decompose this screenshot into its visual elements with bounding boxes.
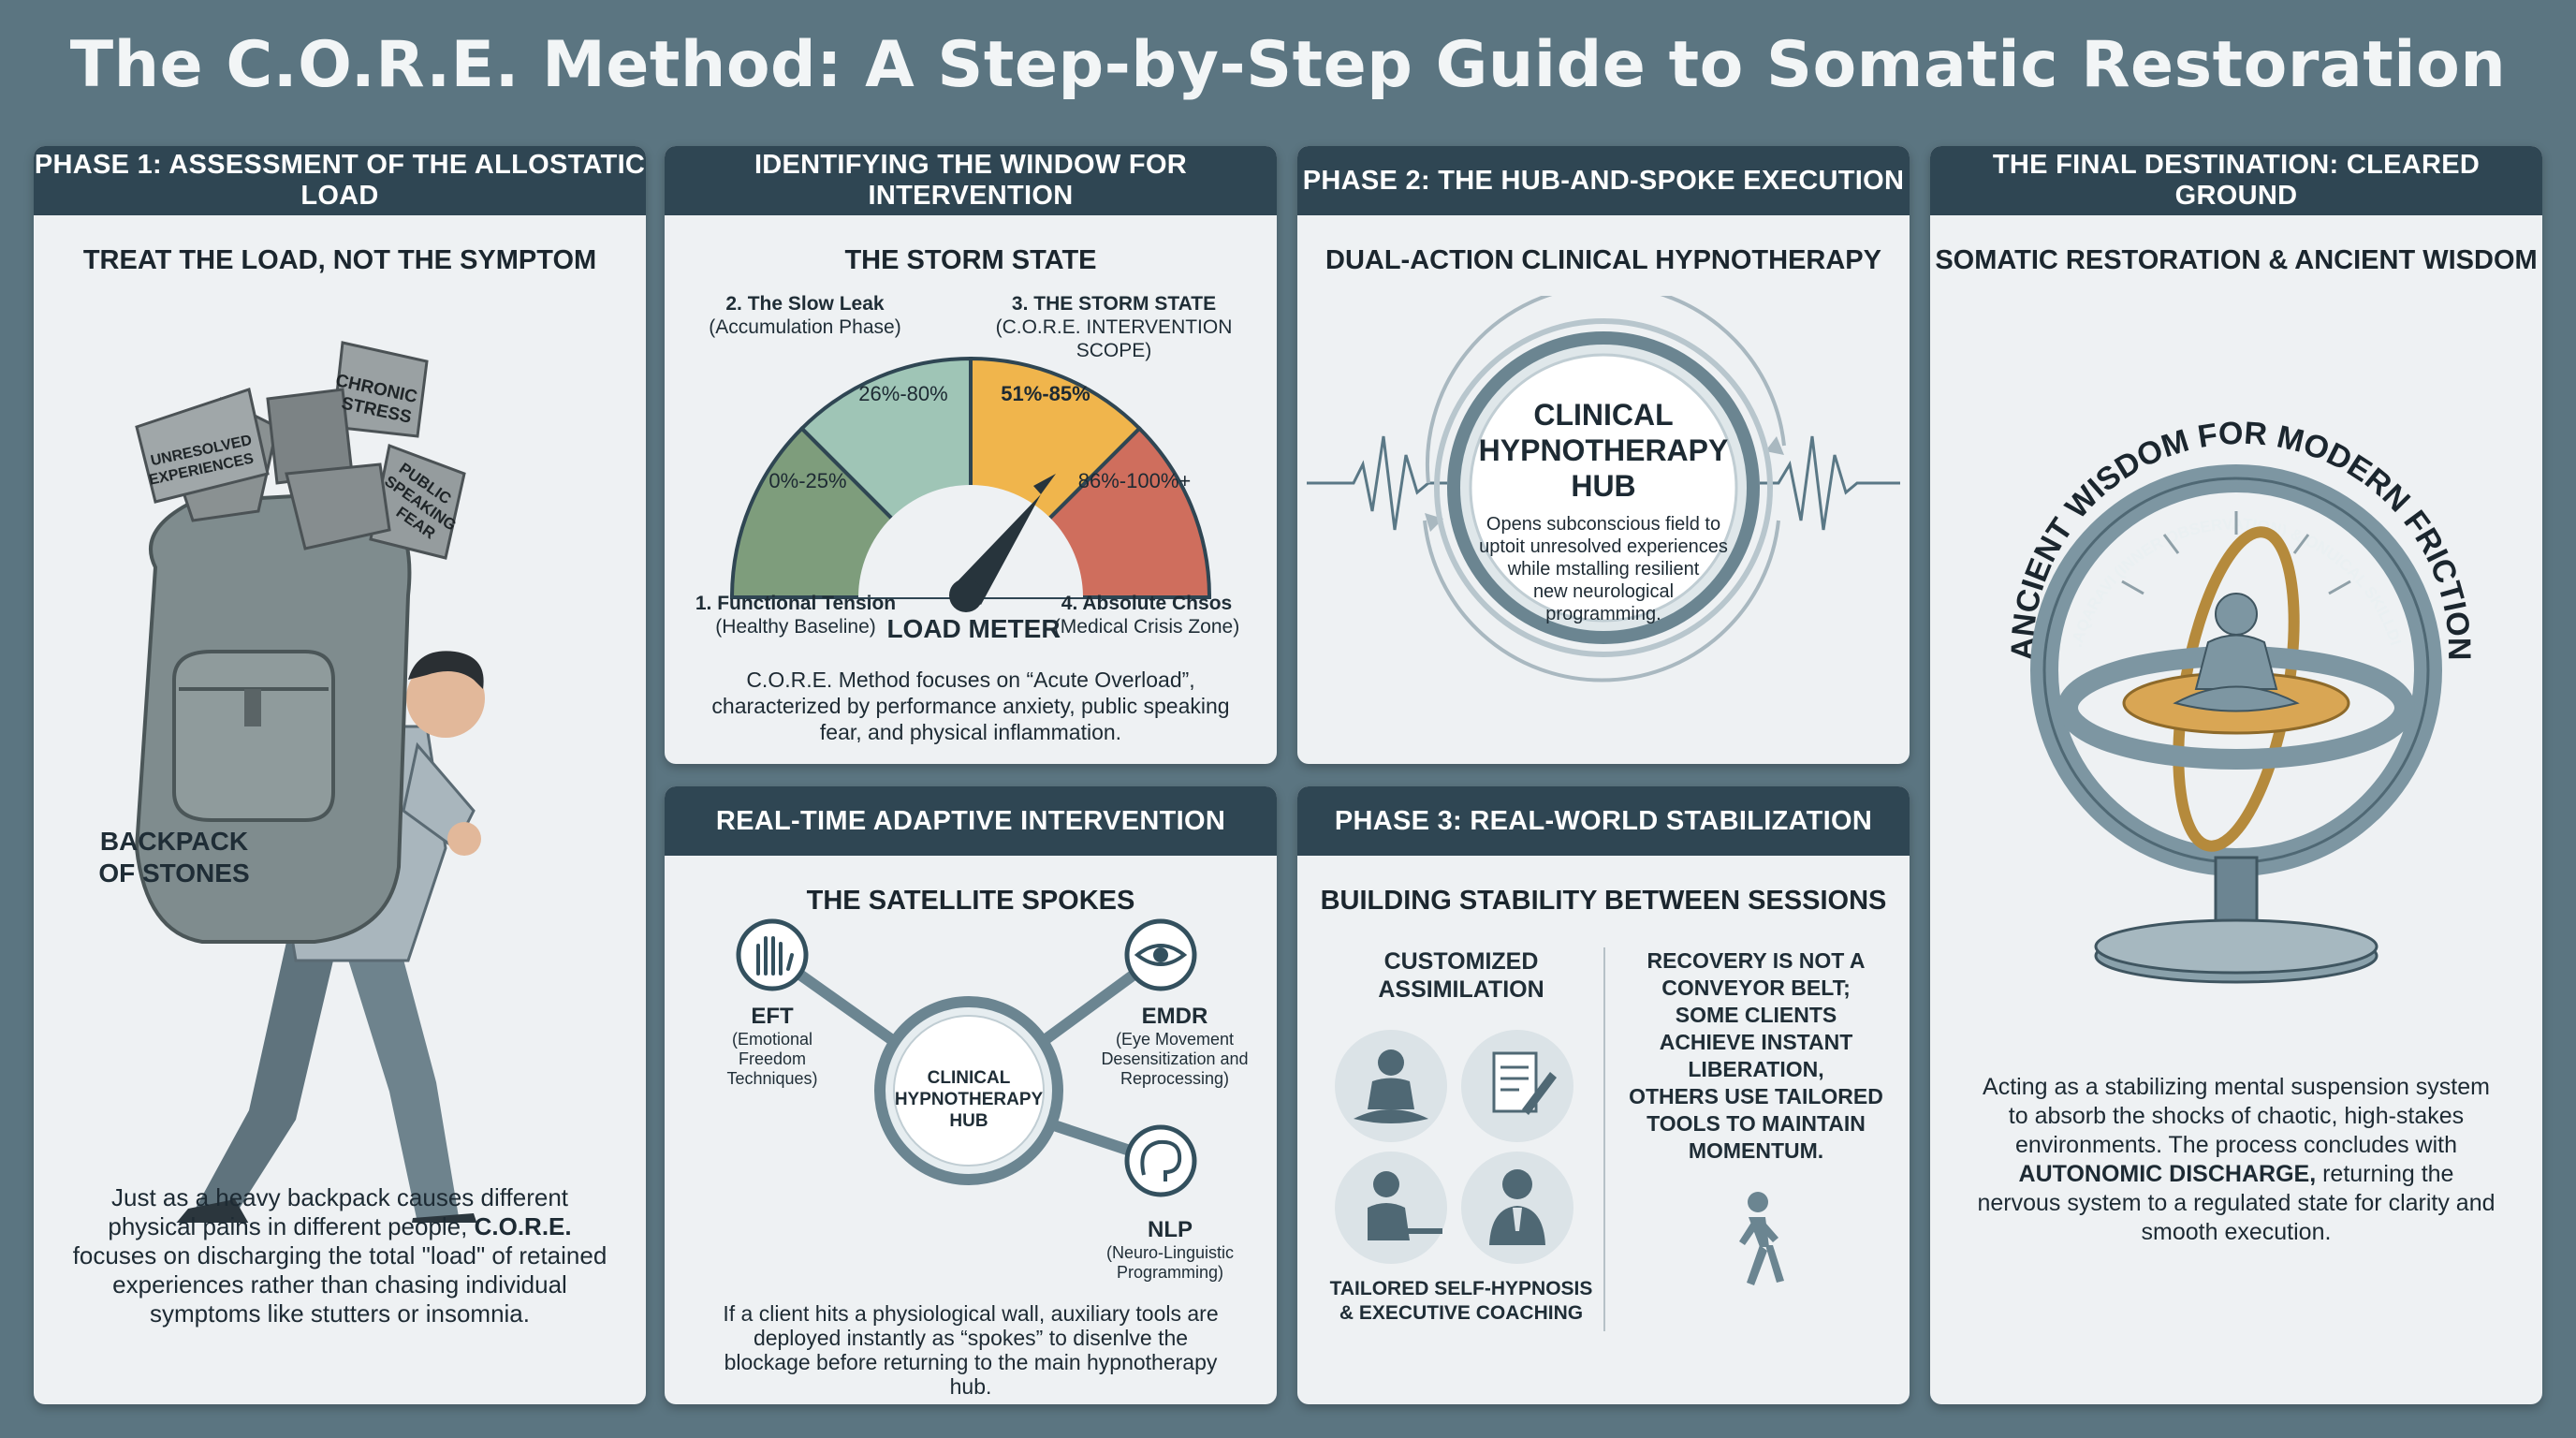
spoke-eft: EFT (Emotional Freedom Techniques): [726, 1004, 818, 1088]
hypnotherapy-hub-illustration: [1307, 296, 1900, 682]
tailored-caption: TAILORED SELF-HYPNOSIS & EXECUTIVE COACH…: [1329, 1278, 1593, 1324]
panel-subtitle: TREAT THE LOAD, NOT THE SYMPTOM: [82, 245, 597, 275]
page-title: The C.O.R.E. Method: A Step-by-Step Guid…: [69, 28, 2507, 102]
gauge-label-slow-leak: 2. The Slow Leak (Accumulation Phase): [709, 293, 901, 338]
gauge-needle: [953, 494, 1041, 605]
panel-header: THE FINAL DESTINATION: CLEARED GROUND: [1930, 146, 2542, 215]
panel-phase3: PHASE 3: REAL-WORLD STABILIZATION BUILDI…: [1297, 786, 1910, 1404]
panel-header: IDENTIFYING THE WINDOW FOR INTERVENTION: [665, 146, 1277, 215]
load-meter-gauge: 0%-25% 26%-80% 51%-85% 86%-100%+: [729, 356, 1212, 612]
seg1-range: 0%-25%: [768, 469, 846, 492]
panel-final-destination: THE FINAL DESTINATION: CLEARED GROUND SO…: [1930, 146, 2542, 1404]
load-meter-label: LOAD METER: [886, 614, 1061, 643]
backpack-person-illustration: CHRONIC STRESS UNRESOLVED EXPERIENCES PU…: [134, 341, 485, 1223]
hub-description: Opens subconscious field to uptoit unres…: [1479, 514, 1728, 624]
seg4-range: 86%-100%+: [1078, 469, 1191, 492]
brain-icon: [1124, 1124, 1197, 1197]
walking-person-icon: [1739, 1192, 1784, 1285]
panel-window-intervention: IDENTIFYING THE WINDOW FOR INTERVENTION …: [665, 146, 1277, 764]
spoke-emdr: EMDR (Eye Movement Desensitization and R…: [1101, 1004, 1249, 1088]
gauge-label-chaos: 4. Absolute Chsos (Medical Crisis Zone): [1053, 593, 1240, 638]
recovery-statement: RECOVERY IS NOT A CONVEYOR BELT; SOME CL…: [1629, 948, 1883, 1163]
assimilation-icons: [1335, 1030, 1573, 1264]
seg2-range: 26%-80%: [858, 382, 947, 405]
panel-subtitle: SOMATIC RESTORATION & ANCIENT WISDOM: [1935, 245, 2538, 275]
panel5-body: If a client hits a physiological wall, a…: [723, 1301, 1219, 1399]
hub-title: CLINICAL HYPNOTHERAPY HUB: [1478, 398, 1729, 503]
backpack-label: BACKPACK OF STONES: [98, 827, 250, 888]
panel-adaptive-intervention: REAL-TIME ADAPTIVE INTERVENTION THE SATE…: [665, 786, 1277, 1404]
panel4-body: Acting as a stabilizing mental suspensio…: [1977, 1074, 2496, 1245]
spoke-hub-label: CLINICAL HYPNOTHERAPY HUB: [894, 1068, 1044, 1131]
spoke-nlp: NLP (Neuro-Linguistic Programming): [1105, 1217, 1235, 1282]
panel2-body: C.O.R.E. Method focuses on “Acute Overlo…: [711, 668, 1230, 744]
panel-phase2: PHASE 2: THE HUB-AND-SPOKE EXECUTION DUA…: [1297, 146, 1910, 764]
gauge-label-functional: 1. Functional Tension (Healthy Baseline): [695, 593, 897, 638]
gauge-label-storm-state: 3. THE STORM STATE (C.O.R.E. INTERVENTIO…: [995, 293, 1233, 361]
panel-subtitle: DUAL-ACTION CLINICAL HYPNOTHERAPY: [1325, 245, 1881, 275]
panel-header: PHASE 2: THE HUB-AND-SPOKE EXECUTION: [1297, 146, 1910, 215]
panel-subtitle: BUILDING STABILITY BETWEEN SESSIONS: [1320, 886, 1887, 916]
panel-subtitle: THE SATELLITE SPOKES: [806, 886, 1135, 916]
satellite-spokes-diagram: [736, 918, 1197, 1197]
panel-phase1: PHASE 1: ASSESSMENT OF THE ALLOSTATIC LO…: [34, 146, 646, 1404]
gyroscope-meditation-illustration: ANCIENT WISDOM FOR MODERN FRICTION MUF.A…: [1930, 333, 2477, 984]
panel-header: PHASE 1: ASSESSMENT OF THE ALLOSTATIC LO…: [34, 146, 646, 215]
panel-subtitle: THE STORM STATE: [844, 245, 1097, 275]
panel-header: REAL-TIME ADAPTIVE INTERVENTION: [665, 786, 1277, 856]
panel1-body: Just as a heavy backpack causes differen…: [72, 1183, 607, 1328]
customized-assimilation-title: CUSTOMIZED ASSIMILATION: [1378, 948, 1544, 1003]
seg3-range: 51%-85%: [1001, 382, 1090, 405]
panel-header: PHASE 3: REAL-WORLD STABILIZATION: [1297, 786, 1910, 856]
column-divider: [1603, 947, 1605, 1331]
